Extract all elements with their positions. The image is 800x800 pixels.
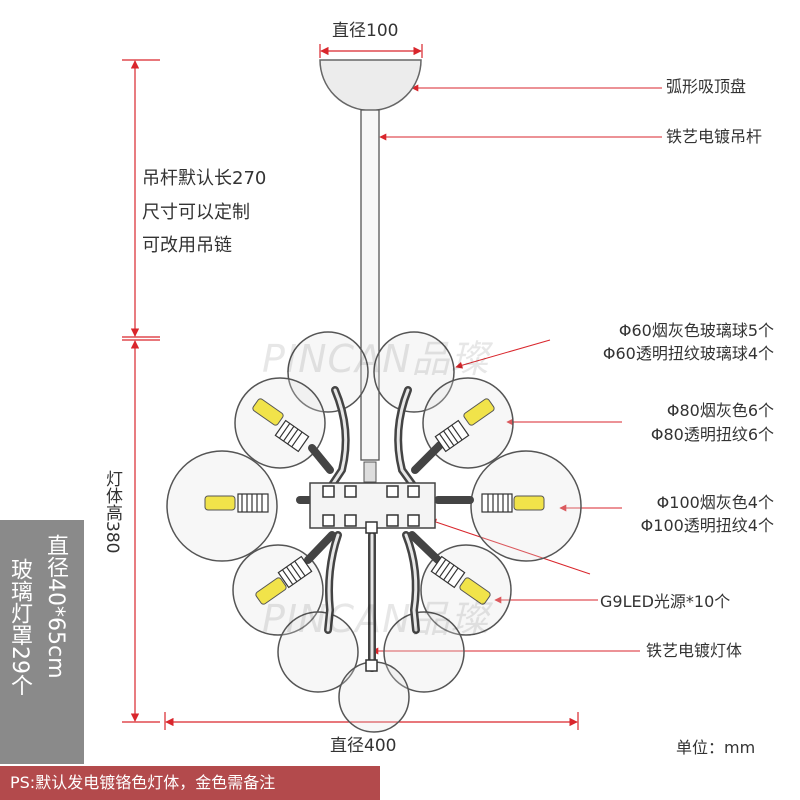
glass-shade-info-box: 玻璃灯罩29个 直径40*65cm	[0, 520, 84, 764]
callout-canopy: 弧形吸顶盘	[666, 77, 747, 96]
callout-glass100-clear: Φ100透明扭纹4个	[640, 516, 774, 535]
lamp-holders	[237, 419, 513, 589]
footer-note-text: PS:默认发电镀铬色灯体，金色需备注	[10, 773, 276, 792]
callout-bulb: G9LED光源*10个	[600, 592, 731, 611]
callout-glass80-clear: Φ80透明扭纹6个	[650, 425, 774, 444]
bottom-diameter-dimension	[164, 712, 579, 730]
central-hub	[309, 482, 436, 672]
footer-note-bar: PS:默认发电镀铬色灯体，金色需备注	[0, 766, 380, 800]
rod-note-chain-option: 可改用吊链	[142, 235, 232, 256]
callout-lamp-body: 铁艺电镀灯体	[646, 641, 743, 660]
top-diameter-dimension	[319, 44, 423, 58]
suspension-rod	[360, 109, 380, 483]
top-diameter-label: 直径100	[332, 21, 399, 41]
bottom-diameter-label: 直径400	[330, 736, 397, 756]
body-height-label: 灯体高380	[102, 470, 122, 554]
callout-rod: 铁艺电镀吊杆	[666, 127, 763, 146]
callout-glass60-smoke: Φ60烟灰色玻璃球5个	[618, 321, 774, 340]
ceiling-canopy	[319, 59, 422, 112]
body-height-dimension	[122, 339, 160, 723]
callout-leaders	[371, 84, 662, 655]
rod-note-customizable: 尺寸可以定制	[142, 202, 250, 223]
glass-shade-size: 直径40*65cm	[43, 534, 68, 679]
rod-note-default-length: 吊杆默认长270	[142, 168, 267, 189]
rod-length-dimension	[122, 59, 160, 338]
callout-glass60-clear: Φ60透明扭纹玻璃球4个	[602, 344, 774, 363]
lamp-arms-highlight	[326, 388, 418, 670]
glass-shade-count: 玻璃灯罩29个	[7, 558, 32, 696]
g9-led-bulbs	[204, 398, 545, 605]
watermark: PINCAN品璨	[262, 337, 490, 381]
unit-label: 单位：mm	[676, 738, 756, 757]
callout-glass80-smoke: Φ80烟灰色6个	[666, 401, 774, 420]
callout-glass100-smoke: Φ100烟灰色4个	[656, 493, 774, 512]
watermark: PINCAN品璨	[262, 597, 490, 641]
